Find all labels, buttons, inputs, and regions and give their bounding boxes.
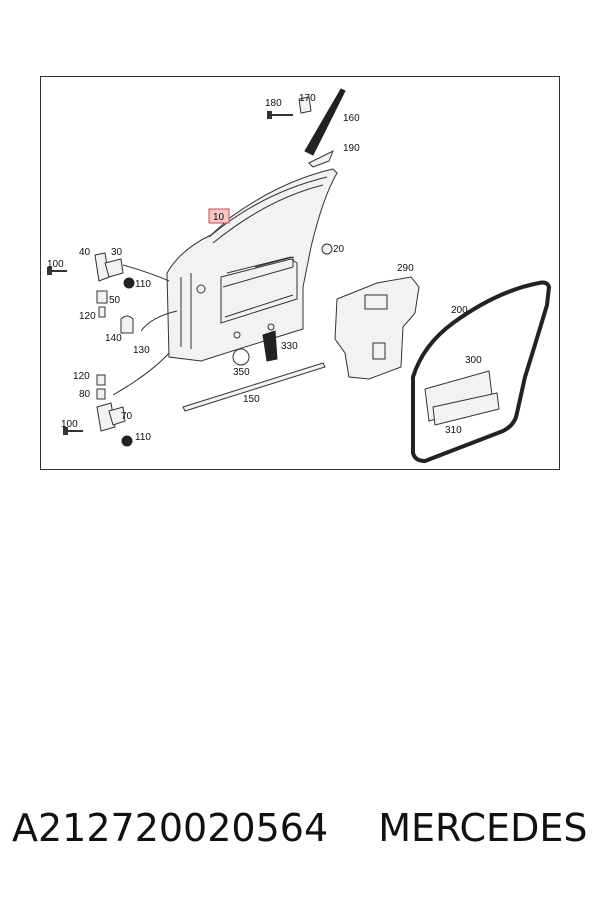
sill-strip-150 [182, 362, 326, 412]
upper-hinge [94, 252, 170, 282]
part-number: A212720020564 [12, 806, 329, 850]
callout-350: 350 [233, 367, 250, 378]
inner-panel-290 [334, 276, 420, 380]
door-seal-200 [411, 280, 552, 464]
callout-200: 200 [451, 305, 468, 316]
callout-50: 50 [109, 295, 121, 306]
pin-50 [96, 290, 108, 304]
bolt-120-upper [98, 306, 106, 318]
caption-line: A212720020564 MERCEDES [12, 806, 592, 858]
callout-20: 20 [333, 244, 345, 255]
callout-70: 70 [121, 411, 133, 422]
callout-120-lower: 120 [73, 371, 90, 382]
pin-80 [96, 388, 106, 400]
callout-80: 80 [79, 389, 91, 400]
callout-120-upper: 120 [79, 311, 96, 322]
plug-20 [321, 243, 333, 255]
callout-190: 190 [343, 143, 360, 154]
check-strap-130 [140, 310, 178, 332]
bracket-190 [308, 149, 334, 168]
callout-100-upper: 100 [47, 259, 64, 270]
grommet-350 [232, 348, 250, 366]
callout-150: 150 [243, 394, 260, 405]
bracket-330 [262, 330, 278, 362]
callout-310: 310 [445, 425, 462, 436]
callout-10: 10 [213, 212, 225, 223]
callout-30: 30 [111, 247, 123, 258]
callout-140: 140 [105, 333, 122, 344]
callout-160: 160 [343, 113, 360, 124]
callout-130: 130 [133, 345, 150, 356]
door-exploded-diagram: 10 20 30 40 50 70 80 100 100 110 110 120… [47, 88, 552, 464]
bolt-120-lower [96, 374, 106, 386]
screw-180 [267, 111, 293, 119]
clip-170 [298, 96, 312, 114]
callout-300: 300 [465, 355, 482, 366]
film-310 [432, 392, 500, 426]
callout-100-lower: 100 [61, 419, 78, 430]
callout-110-lower: 110 [135, 432, 151, 443]
nut-110-upper [123, 277, 135, 289]
callout-110-upper: 110 [135, 279, 151, 290]
callout-290: 290 [397, 263, 414, 274]
callout-40: 40 [79, 247, 91, 258]
callout-180: 180 [265, 98, 282, 109]
window-channel-160 [304, 88, 346, 156]
stop-140 [120, 315, 134, 334]
callout-170: 170 [299, 93, 316, 104]
parts-diagram-frame: 10 20 30 40 50 70 80 100 100 110 110 120… [40, 76, 560, 470]
callout-330: 330 [281, 341, 298, 352]
door-shell [166, 168, 338, 362]
highlight-box-10 [208, 208, 230, 224]
nut-110-lower [121, 435, 133, 447]
lower-hinge [96, 352, 170, 432]
screw-100-upper [47, 267, 67, 275]
manufacturer-name: MERCEDES [378, 806, 588, 850]
screw-100-lower [63, 427, 83, 435]
